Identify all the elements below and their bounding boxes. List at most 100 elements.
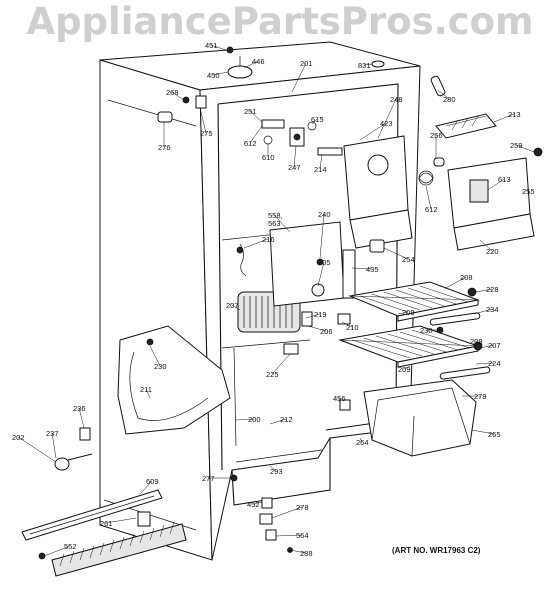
part-label: 423 (380, 119, 393, 128)
leader-line (493, 113, 515, 123)
leader-line (243, 238, 269, 249)
part-label: 450 (207, 71, 220, 80)
art-number: (ART NO. WR17963 C2) (392, 546, 481, 555)
leader-line (307, 325, 327, 332)
leader-lines (17, 44, 535, 557)
leader-line (269, 465, 277, 472)
part-label: 210 (346, 323, 359, 332)
leader-line (78, 407, 85, 429)
leader-line (359, 122, 387, 141)
part-label: 254 (402, 255, 415, 264)
part-label: 277 (202, 474, 215, 483)
leader-line (212, 71, 229, 76)
part-label: 207 (226, 301, 239, 310)
leader-line (210, 44, 227, 51)
part-label: 211 (140, 385, 152, 394)
leader-line (397, 311, 409, 315)
part-label: 268 (166, 88, 179, 97)
part-label: 256 (430, 131, 443, 140)
top-components (157, 46, 385, 123)
side-components (54, 325, 238, 482)
part-label: 264 (356, 438, 369, 447)
leader-line (249, 125, 263, 144)
leader-line (291, 62, 307, 93)
leader-line (351, 267, 373, 270)
part-label: 612 (244, 139, 257, 148)
shelves (338, 281, 491, 380)
leader-line (515, 144, 535, 153)
leader-line (403, 365, 411, 370)
leader-line (479, 344, 495, 349)
part-label: 251 (244, 107, 257, 116)
leader-line (475, 288, 493, 293)
part-label: 615 (311, 115, 324, 124)
part-label: 234 (486, 305, 499, 314)
leader-line (273, 214, 291, 233)
part-label: 247 (288, 163, 301, 172)
leader-line (269, 418, 287, 425)
leader-line (487, 178, 505, 191)
leader-line (425, 185, 432, 210)
part-label: 225 (266, 370, 279, 379)
part-label: 208 (470, 337, 483, 346)
leader-line (475, 340, 479, 347)
leader-line (383, 247, 409, 260)
part-label: 831 (358, 61, 371, 70)
ice-components (430, 75, 543, 251)
part-label: 456 (333, 394, 346, 403)
leader-line (252, 501, 263, 505)
leader-line (249, 110, 263, 123)
part-label: 276 (158, 143, 171, 152)
leader-line (289, 549, 307, 554)
freezer-components (236, 119, 434, 355)
part-label: 446 (252, 57, 265, 66)
part-label: 212 (280, 415, 293, 424)
part-label: 609 (146, 477, 159, 486)
leader-line (105, 517, 137, 524)
part-label: 237 (46, 429, 59, 438)
leader-line (475, 362, 495, 365)
part-label: 219 (314, 310, 327, 319)
part-label: 224 (488, 359, 501, 368)
part-label: 451 (205, 41, 218, 50)
part-label: 275 (200, 129, 213, 138)
leader-line (445, 276, 467, 289)
part-label: 213 (508, 110, 521, 119)
part-label: 202 (12, 433, 25, 442)
part-label: 610 (262, 153, 275, 162)
part-label: 279 (474, 392, 487, 401)
leader-line (471, 429, 495, 435)
leader-line (271, 506, 303, 519)
leader-line (317, 261, 325, 287)
part-label: 220 (486, 247, 499, 256)
part-label: 200 (248, 415, 261, 424)
part-label: 228 (486, 285, 499, 294)
leader-line (199, 107, 207, 134)
part-label: 552 (64, 542, 77, 551)
leader-line (43, 545, 71, 557)
leader-line (231, 304, 241, 311)
part-label: 612 (425, 205, 438, 214)
part-label: 207 (488, 341, 501, 350)
part-label: 230 (154, 362, 167, 371)
part-label: 265 (488, 430, 501, 439)
part-label: 278 (296, 503, 309, 512)
leader-line (17, 436, 57, 463)
part-label: 259 (510, 141, 523, 150)
leader-line (275, 534, 303, 537)
part-label: 452 (247, 500, 260, 509)
part-label: 240 (318, 210, 331, 219)
part-label: 208 (460, 273, 473, 282)
part-label: 280 (443, 95, 456, 104)
leader-line (377, 98, 397, 139)
leader-line (319, 153, 323, 170)
part-label: 206 (320, 327, 333, 336)
leader-line (311, 118, 318, 125)
part-label: 613 (498, 175, 511, 184)
part-label: 255 (522, 187, 535, 196)
leader-line (341, 321, 353, 328)
part-label: 288 (300, 549, 313, 558)
part-label: 248 (390, 95, 403, 104)
leader-line (171, 91, 185, 101)
